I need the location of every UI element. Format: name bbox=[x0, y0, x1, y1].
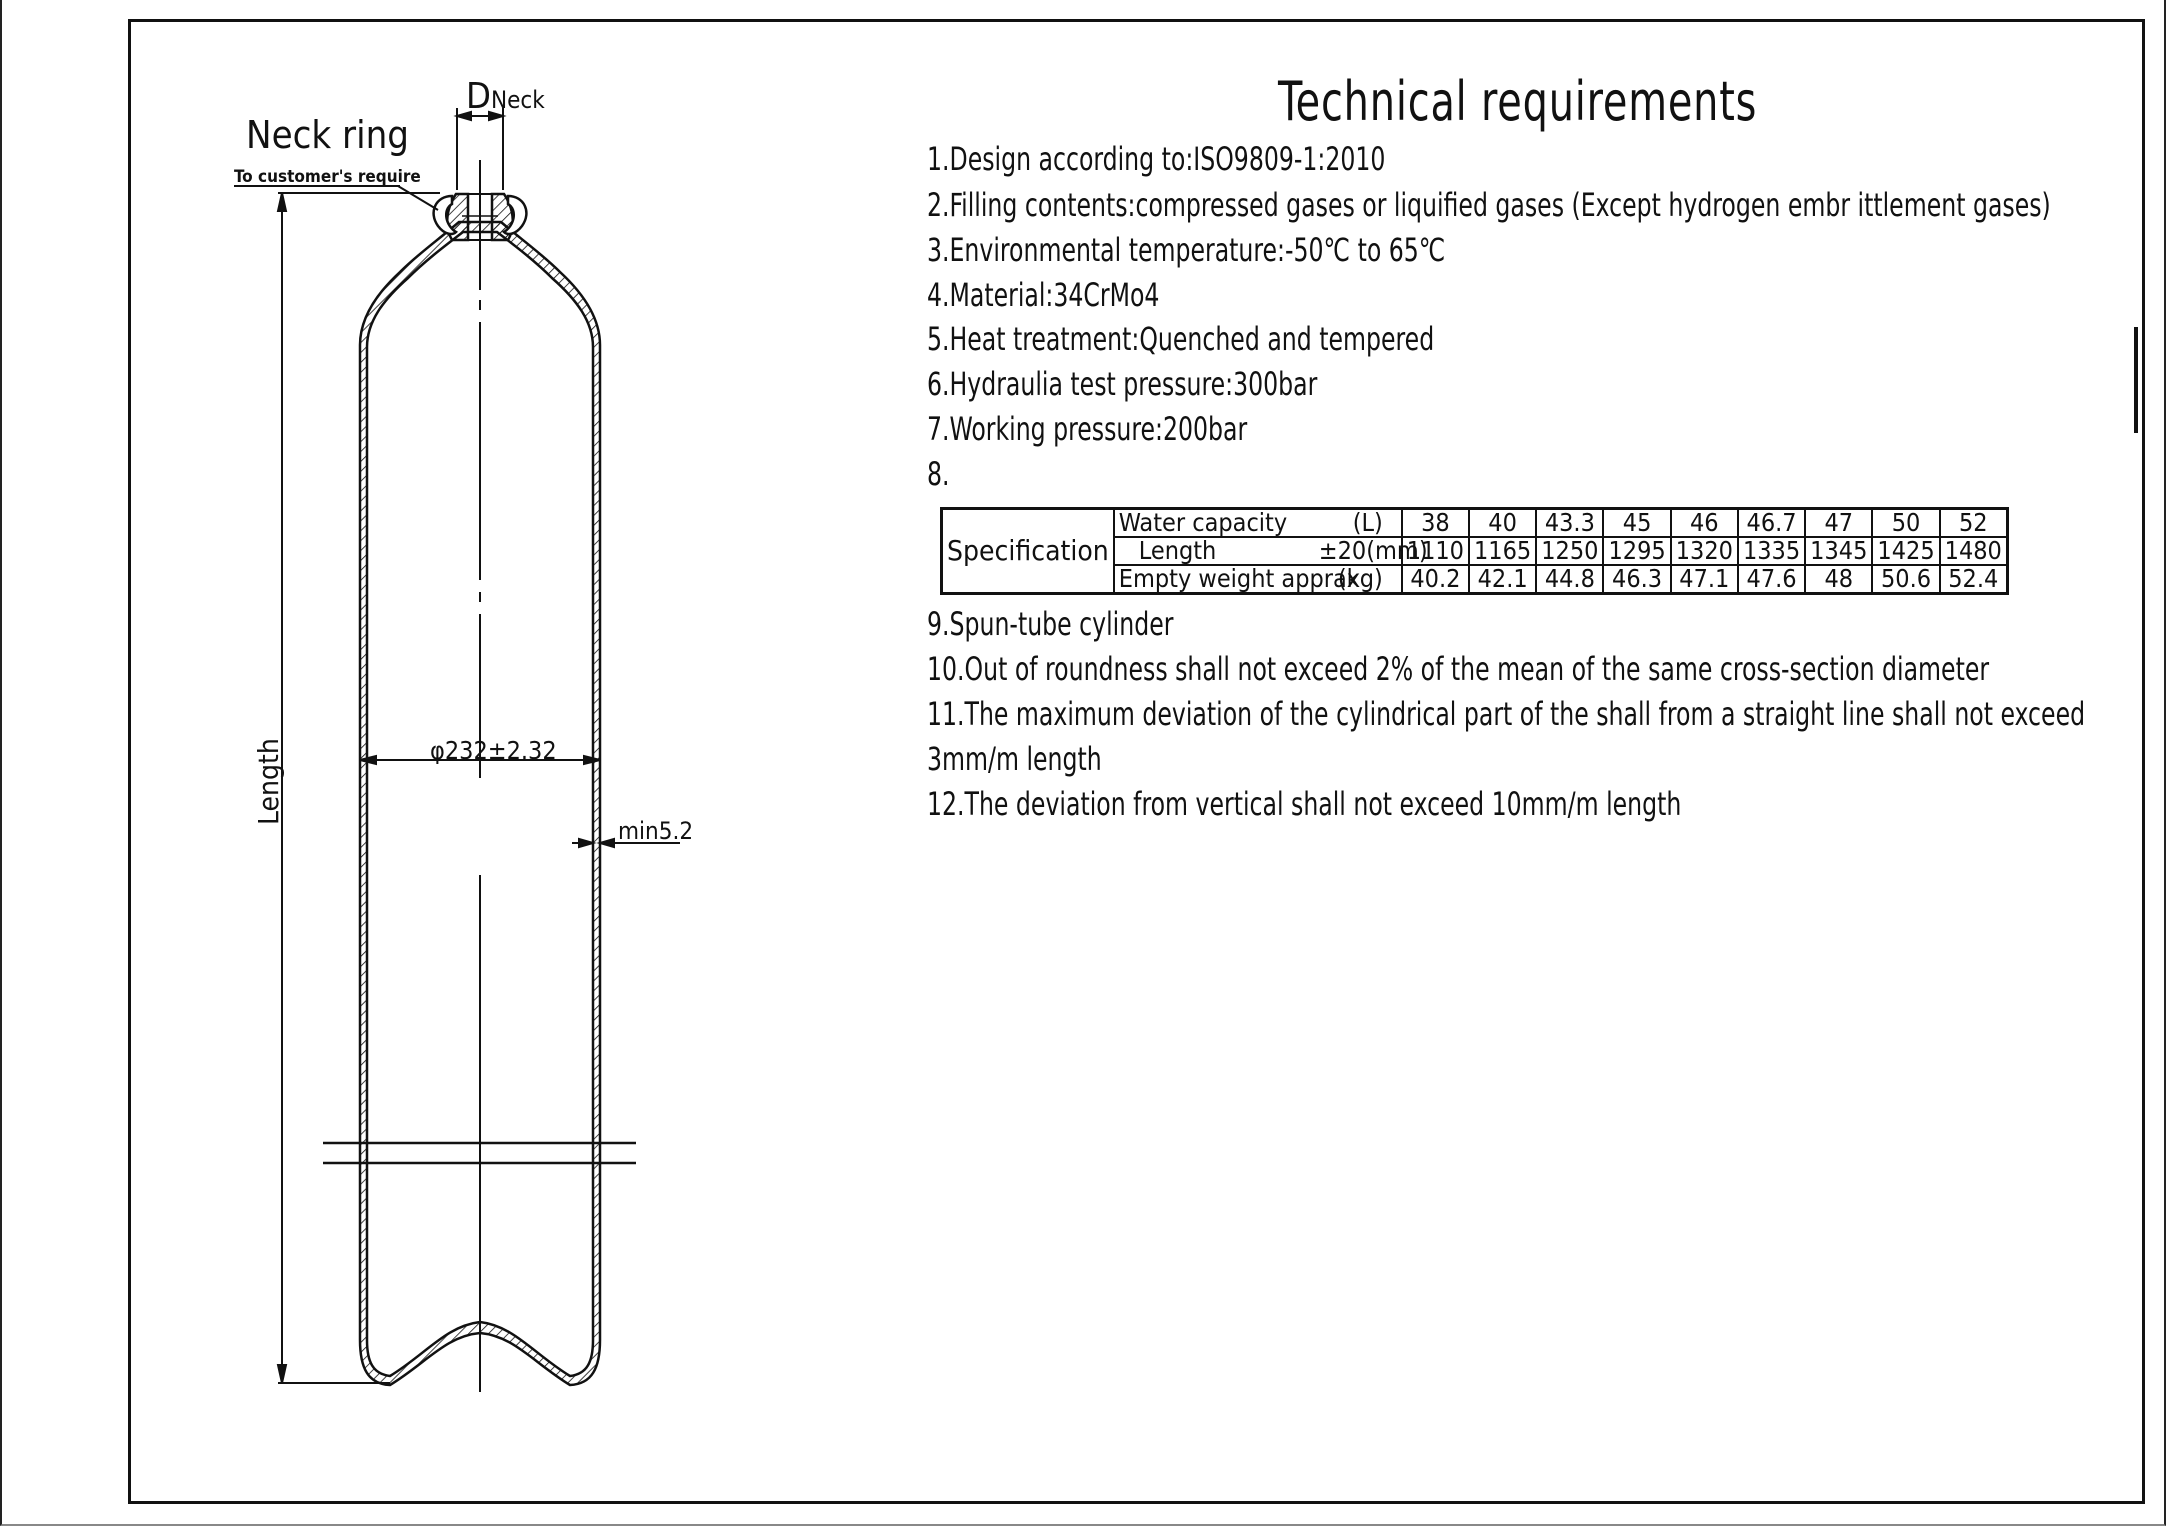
neck-diameter-label: DNeck bbox=[466, 76, 545, 117]
requirement-item: 3.Environmental temperature:-50℃ to 65℃ bbox=[927, 231, 1446, 269]
requirement-item: 8. bbox=[927, 455, 950, 493]
requirement-item: 6.Hydraulia test pressure:300bar bbox=[927, 365, 1318, 403]
table-cell: 1320 bbox=[1669, 536, 1739, 566]
table-cell: 47.1 bbox=[1669, 564, 1739, 595]
requirement-item: 10.Out of roundness shall not exceed 2% … bbox=[927, 650, 1990, 688]
customer-note-label: To customer's require bbox=[234, 167, 421, 187]
table-cell: 44.8 bbox=[1535, 564, 1605, 595]
length-label: Length bbox=[252, 738, 285, 825]
requirement-item: 3mm/m length bbox=[927, 740, 1102, 778]
table-row: Length±20(mm) 1110 1165 1250 1295 1320 1… bbox=[942, 536, 2009, 566]
table-cell: 46 bbox=[1669, 507, 1739, 538]
requirement-item: 1.Design according to:ISO9809-1:2010 bbox=[927, 140, 1386, 178]
specification-header: Specification bbox=[940, 507, 1115, 595]
table-row: Empty weight apprax(kg) 40.2 42.1 44.8 4… bbox=[942, 564, 2009, 595]
scrollbar-thumb[interactable] bbox=[2134, 327, 2138, 433]
table-cell: 47 bbox=[1804, 507, 1874, 538]
neck-ring-label: Neck ring bbox=[246, 113, 409, 157]
table-cell: 38 bbox=[1400, 507, 1471, 538]
table-cell: 1165 bbox=[1467, 536, 1538, 566]
table-cell: 46.7 bbox=[1736, 507, 1807, 538]
requirement-item: 4.Material:34CrMo4 bbox=[927, 276, 1160, 314]
wall-thickness-dimension bbox=[572, 837, 680, 849]
table-cell: 1425 bbox=[1871, 536, 1941, 566]
table-cell: 42.1 bbox=[1467, 564, 1538, 595]
drawing-frame bbox=[128, 19, 2145, 1504]
wall-thickness-label: min5.2 bbox=[618, 817, 693, 845]
specification-table: Specification Water capacity(L) 38 40 43… bbox=[940, 507, 2009, 595]
table-cell: 1345 bbox=[1804, 536, 1874, 566]
table-row: Specification Water capacity(L) 38 40 43… bbox=[940, 507, 2009, 595]
break-lines bbox=[323, 1141, 636, 1165]
requirement-item: 12.The deviation from vertical shall not… bbox=[927, 785, 1682, 823]
requirement-item: 9.Spun-tube cylinder bbox=[927, 605, 1174, 643]
row-label: Length±20(mm) bbox=[1112, 536, 1428, 566]
table-cell: 48 bbox=[1804, 564, 1874, 595]
neck-ring-callout bbox=[234, 185, 439, 211]
table-cell: 1335 bbox=[1736, 536, 1807, 566]
neck-diameter-dimension bbox=[453, 108, 507, 190]
table-cell: 1250 bbox=[1535, 536, 1605, 566]
table-cell: 46.3 bbox=[1602, 564, 1672, 595]
requirements-title: Technical requirements bbox=[1278, 70, 1758, 133]
table-cell: 50 bbox=[1871, 507, 1941, 538]
requirement-item: 7.Working pressure:200bar bbox=[927, 410, 1248, 448]
requirement-item: 11.The maximum deviation of the cylindri… bbox=[927, 695, 2086, 733]
table-cell: 1295 bbox=[1602, 536, 1672, 566]
length-dimension bbox=[276, 192, 440, 1384]
diameter-label: φ232±2.32 bbox=[430, 736, 557, 765]
table-cell: 52.4 bbox=[1938, 564, 2009, 595]
table-cell: 47.6 bbox=[1736, 564, 1807, 595]
neck-ring bbox=[432, 194, 528, 236]
requirement-item: 5.Heat treatment:Quenched and tempered bbox=[927, 320, 1435, 358]
table-cell: 1480 bbox=[1938, 536, 2009, 566]
table-cell: 40 bbox=[1467, 507, 1538, 538]
table-cell: 40.2 bbox=[1400, 564, 1471, 595]
row-label: Water capacity(L) bbox=[1112, 507, 1403, 538]
table-cell: 43.3 bbox=[1535, 507, 1605, 538]
table-cell: 52 bbox=[1938, 507, 2009, 538]
row-label: Empty weight apprax(kg) bbox=[1112, 564, 1403, 595]
requirement-item: 2.Filling contents:compressed gases or l… bbox=[927, 186, 2051, 224]
table-cell: 50.6 bbox=[1871, 564, 1941, 595]
diameter-dimension bbox=[359, 754, 601, 766]
table-cell: 1110 bbox=[1400, 536, 1471, 566]
table-cell: 45 bbox=[1602, 507, 1672, 538]
